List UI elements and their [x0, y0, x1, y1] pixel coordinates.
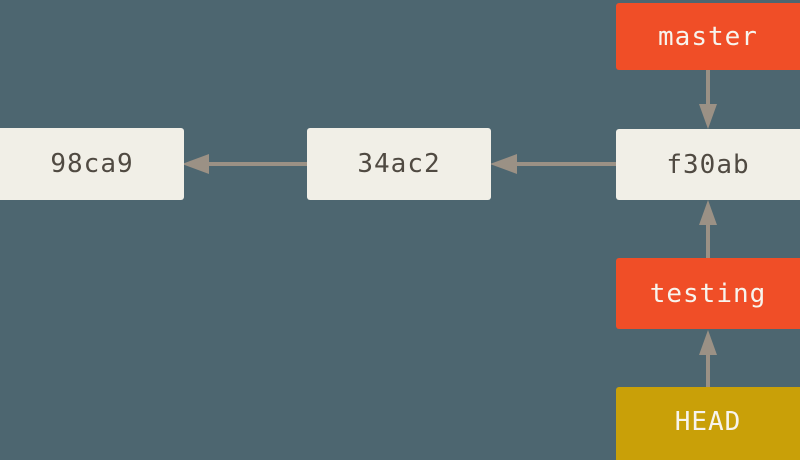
commit-hash-label: 98ca9 [50, 149, 134, 179]
commit-node-34ac2: 34ac2 [307, 128, 491, 200]
branch-node-master: master [616, 3, 800, 70]
head-pointer-node: HEAD [616, 387, 800, 460]
commit-node-f30ab: f30ab [616, 129, 800, 200]
arrow-f30ab-to-34ac2 [490, 154, 616, 174]
branch-name-label: testing [649, 278, 767, 309]
commit-hash-label: 34ac2 [357, 149, 441, 179]
branch-node-testing: testing [616, 258, 800, 329]
arrow-testing-to-f30ab [699, 200, 717, 258]
arrow-head-to-testing [699, 330, 717, 387]
commit-node-98ca9: 98ca9 [0, 128, 184, 200]
branch-name-label: master [658, 21, 758, 52]
head-label: HEAD [674, 407, 742, 437]
arrow-master-to-f30ab [699, 70, 717, 129]
arrow-34ac2-to-98ca9 [182, 154, 307, 174]
commit-hash-label: f30ab [666, 149, 750, 180]
